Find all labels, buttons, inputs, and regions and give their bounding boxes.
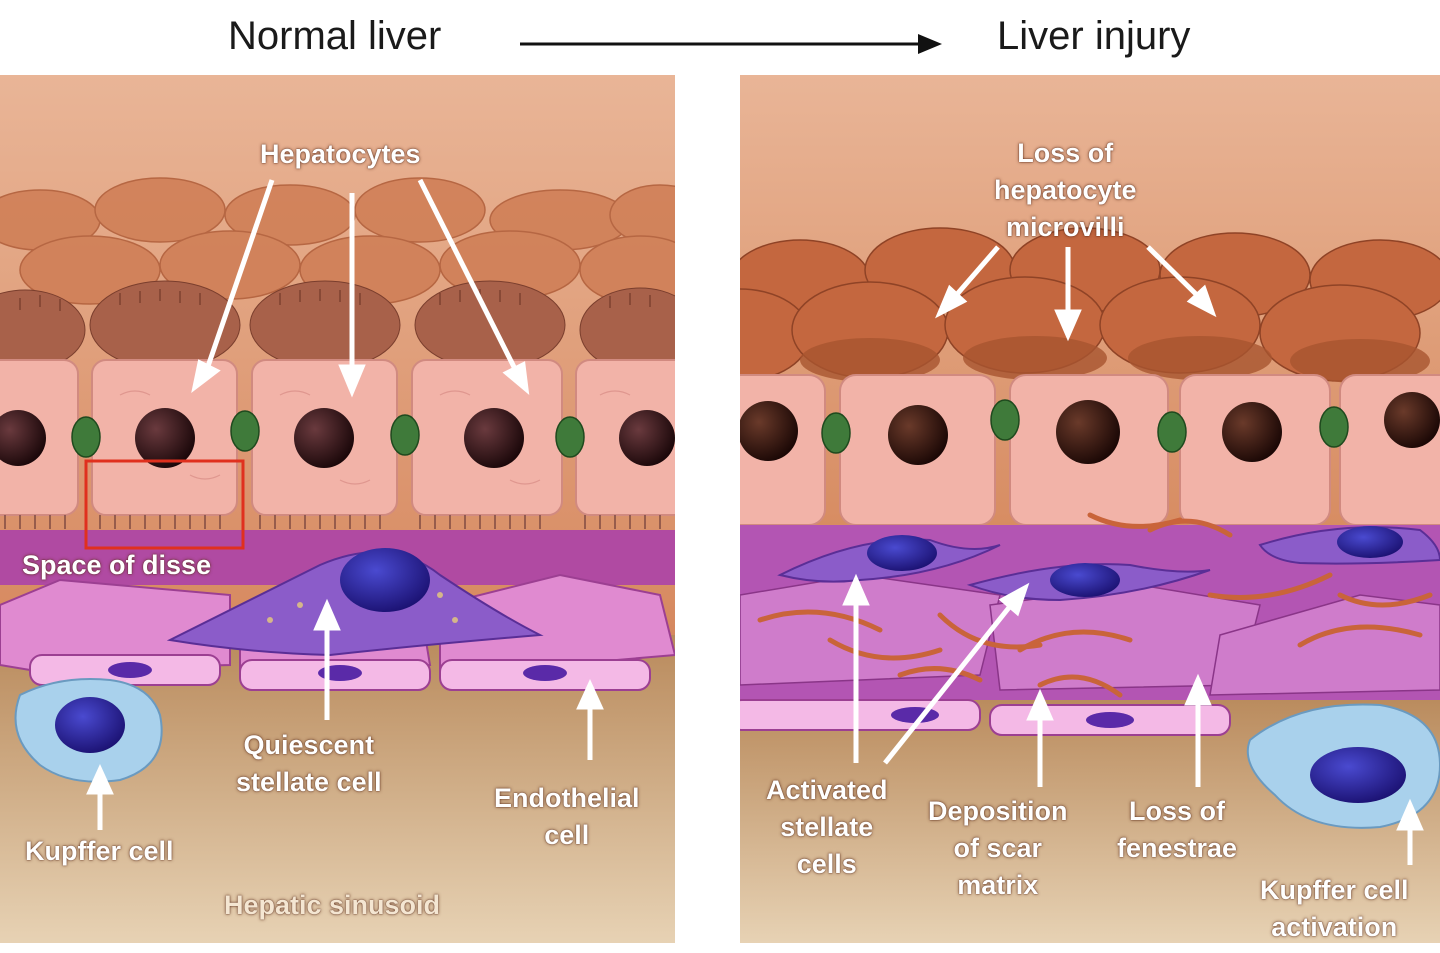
liver-injury-illustration	[740, 75, 1440, 943]
normal-liver-panel: Hepatocytes Space of disse Quiescent ste…	[0, 75, 675, 943]
normal-liver-title: Normal liver	[228, 14, 442, 58]
endothelial-cell-label: Endothelial cell	[494, 783, 640, 850]
hepatocytes-label: Hepatocytes	[260, 139, 421, 169]
loss-of-microvilli-label: Loss of hepatocyte microvilli	[994, 138, 1137, 242]
space-of-disse-highlight-box	[84, 459, 245, 550]
liver-injury-title: Liver injury	[997, 14, 1191, 58]
hepatic-sinusoid-label: Hepatic sinusoid	[224, 890, 441, 920]
injury-arrows	[842, 245, 1424, 865]
space-of-disse-label: Space of disse	[22, 550, 212, 580]
progression-arrow	[520, 34, 942, 54]
quiescent-stellate-cell-label: Quiescent stellate cell	[236, 730, 382, 797]
activated-stellate-cells-label: Activated stellate cells	[766, 775, 888, 879]
hepatocyte-arrows	[86, 178, 604, 830]
kupffer-cell-activation-label: Kupffer cell activation	[1260, 875, 1409, 942]
liver-injury-panel: Loss of hepatocyte microvilli Activated …	[740, 75, 1440, 943]
kupffer-cell-label: Kupffer cell	[25, 836, 174, 866]
deposition-of-scar-matrix-label: Deposition of scar matrix	[928, 796, 1068, 900]
normal-liver-illustration	[0, 75, 675, 943]
loss-of-fenestrae-label: Loss of fenestrae	[1117, 796, 1238, 863]
